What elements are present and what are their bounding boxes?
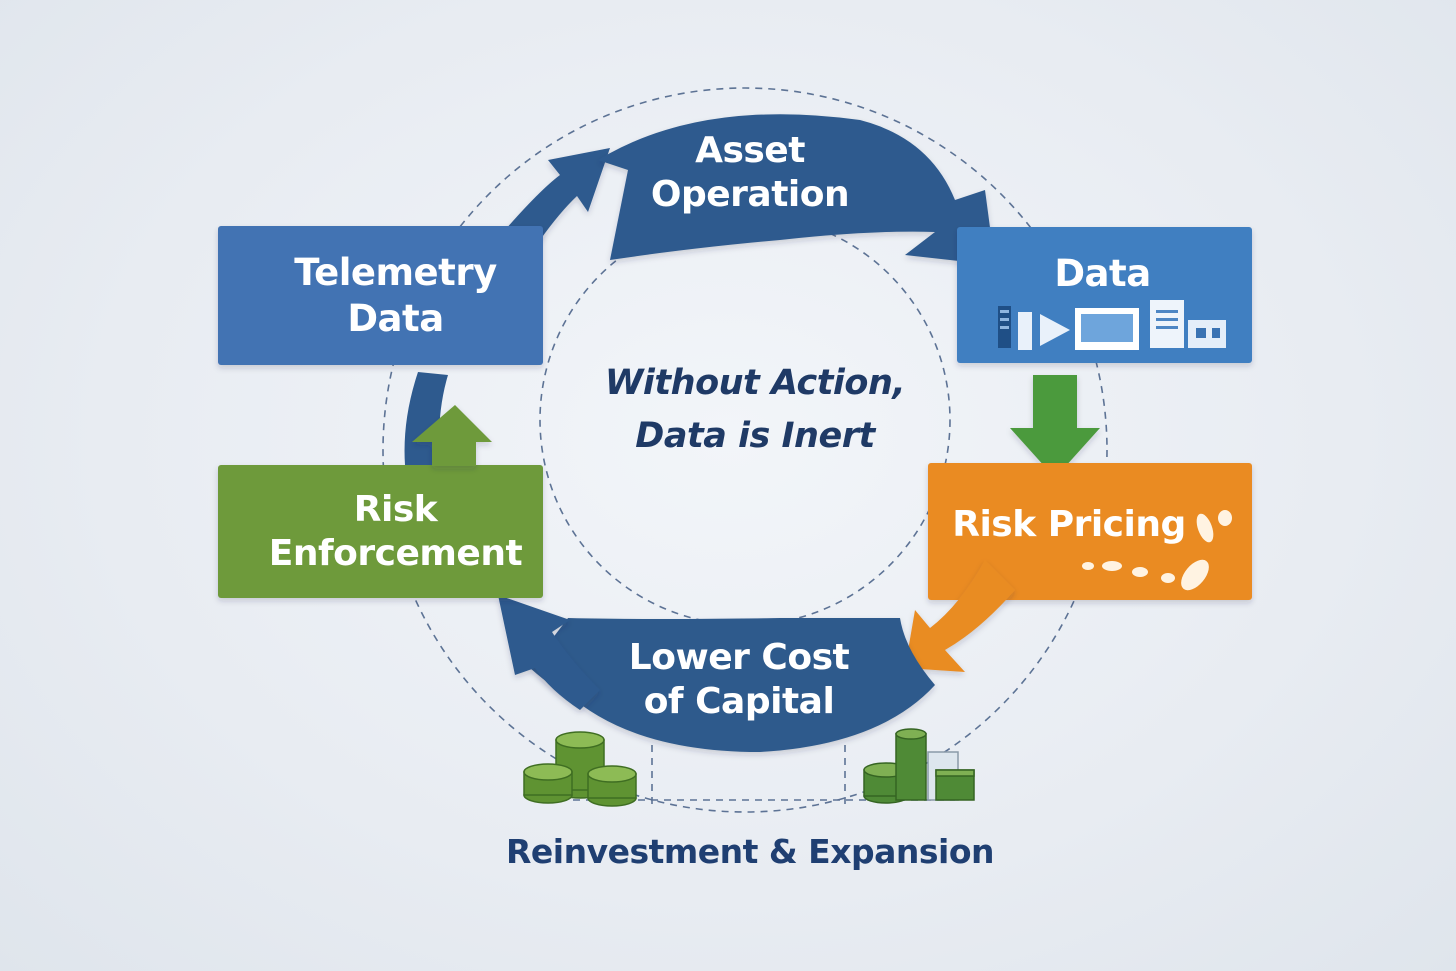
telemetry-data-label: Telemetry Data: [294, 251, 497, 340]
asset-operation-label: Asset Operation: [650, 130, 850, 215]
risk-pricing-label: Risk Pricing: [952, 504, 1186, 546]
data-label: Data: [1054, 252, 1151, 296]
telemetry-data-box: [218, 226, 543, 365]
arrow-data-to-risk-pricing: [1010, 375, 1100, 478]
outer-dashed-circle: [382, 87, 1108, 813]
footprints-icon: [1082, 510, 1232, 591]
arrow-enforcement-to-telemetry: [412, 405, 492, 466]
arrow-telemetry-to-asset: [505, 148, 610, 240]
coin-stack-icon: [523, 731, 637, 807]
center-message: Without Action, Data is Inert: [604, 363, 906, 456]
arrow-lower-cost-to-enforcement: [498, 595, 600, 710]
reinvestment-caption: Reinvestment & Expansion: [505, 832, 995, 871]
cash-stack-icon: [863, 728, 975, 804]
risk-enforcement-box: [218, 465, 543, 598]
lower-cost-of-capital-label: Lower Cost of Capital: [628, 637, 850, 722]
data-device-icons: [998, 300, 1226, 350]
arrow-risk-pricing-to-lower-cost: [905, 560, 1015, 672]
asset-operation-shape: [598, 114, 995, 265]
risk-enforcement-label: Risk Enforcement: [268, 488, 523, 574]
risk-pricing-box: [928, 463, 1252, 600]
lower-cost-shape: [530, 618, 935, 752]
